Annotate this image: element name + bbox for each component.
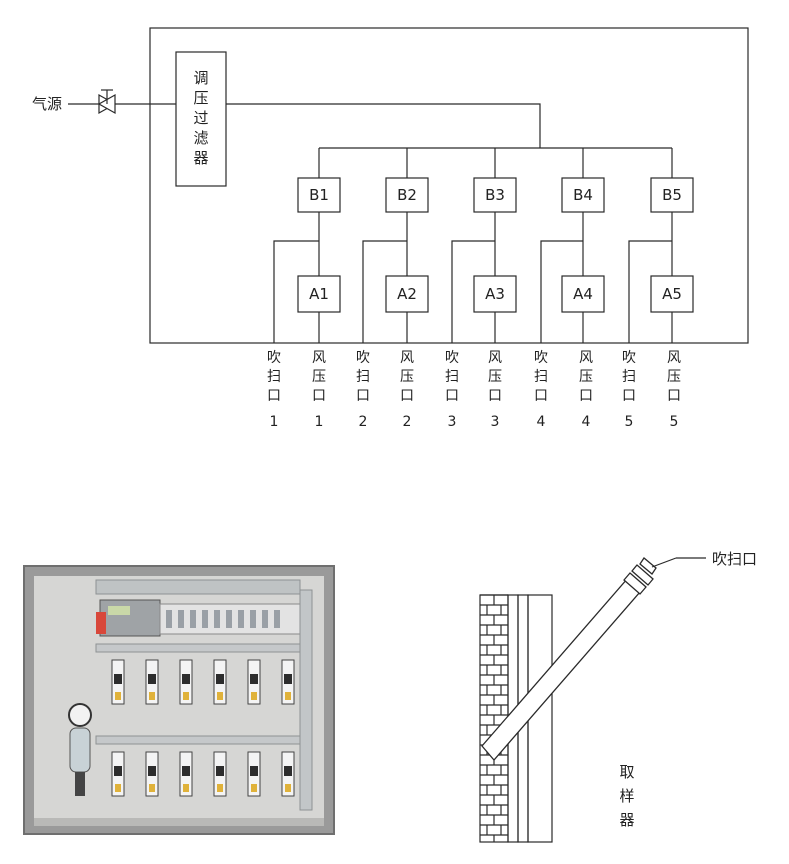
valve-box-b5 [650, 177, 694, 213]
port-number: 2 [359, 414, 368, 430]
valve-box-b-label: B3 [485, 186, 505, 204]
port-label-char: 扫 [267, 369, 281, 385]
port-label-6: 风压口 3 [488, 350, 502, 430]
control-cabinet-photo [23, 565, 335, 835]
valve-box-a2 [385, 275, 429, 313]
port-number: 1 [270, 414, 279, 430]
svg-text:过: 过 [193, 109, 208, 127]
port-number: 3 [491, 414, 500, 430]
port-label-1: 吹扫口 1 [267, 350, 281, 430]
valve-box-b-label: B1 [309, 186, 329, 204]
port-label-char: 口 [312, 388, 326, 404]
port-label-4: 风压口 2 [400, 350, 414, 430]
valve-box-b1 [297, 177, 341, 213]
port-label-char: 吹 [356, 350, 370, 366]
valve-box-a-label: A4 [573, 285, 593, 303]
port-label-char: 口 [356, 388, 370, 404]
valve-box-a-label: A2 [397, 285, 417, 303]
port-number: 3 [448, 414, 457, 430]
port-label-char: 风 [667, 350, 681, 366]
port-label-char: 压 [488, 369, 502, 385]
sampler-label: 取 样 器 [619, 763, 634, 829]
port-label-5: 吹扫口 3 [445, 350, 459, 430]
valve-box-a3 [473, 275, 517, 313]
port-label-char: 扫 [622, 369, 636, 385]
svg-text:样: 样 [619, 787, 634, 805]
purge-port-label: 吹扫口 [712, 550, 757, 568]
port-label-char: 风 [579, 350, 593, 366]
port-label-char: 口 [445, 388, 459, 404]
valve-box-b3 [473, 177, 517, 213]
port-label-char: 口 [622, 388, 636, 404]
valve-box-a-label: A1 [309, 285, 329, 303]
valve-box-a4 [561, 275, 605, 313]
port-label-char: 压 [667, 369, 681, 385]
port-label-3: 吹扫口 2 [356, 350, 370, 430]
port-label-char: 吹 [622, 350, 636, 366]
port-label-char: 扫 [356, 369, 370, 385]
port-label-char: 吹 [445, 350, 459, 366]
svg-text:压: 压 [193, 89, 208, 107]
port-label-char: 口 [667, 388, 681, 404]
svg-text:取: 取 [619, 763, 634, 781]
svg-text:调: 调 [193, 69, 208, 87]
source-label: 气源 [32, 95, 62, 113]
valve-box-a-label: A5 [662, 285, 682, 303]
brick-wall [479, 594, 509, 843]
valve-box-b-label: B4 [573, 186, 593, 204]
port-label-char: 口 [267, 388, 281, 404]
sampler-installation: 吹扫口 取 样 器 [479, 550, 757, 843]
regulator-output-line [226, 103, 541, 148]
valve-box-b4 [561, 177, 605, 213]
port-label-char: 压 [312, 369, 326, 385]
port-label-9: 吹扫口 5 [622, 350, 636, 430]
port-label-10: 风压口 5 [667, 350, 681, 430]
svg-text:器: 器 [193, 149, 208, 167]
port-label-char: 口 [579, 388, 593, 404]
regulator-filter-box [175, 51, 227, 187]
port-number: 4 [537, 414, 546, 430]
port-label-char: 吹 [534, 350, 548, 366]
valve-box-b-label: B5 [662, 186, 682, 204]
valve-box-a5 [650, 275, 694, 313]
port-number: 4 [582, 414, 591, 430]
port-label-7: 吹扫口 4 [534, 350, 548, 430]
port-label-char: 口 [534, 388, 548, 404]
port-number: 1 [315, 414, 324, 430]
valve-icon [97, 89, 117, 115]
port-label-8: 风压口 4 [579, 350, 593, 430]
port-label-char: 扫 [534, 369, 548, 385]
enclosure-outline [149, 27, 749, 344]
valve-box-a-label: A3 [485, 285, 505, 303]
port-number: 5 [625, 414, 634, 430]
svg-text:器: 器 [619, 811, 634, 829]
port-label-char: 吹 [267, 350, 281, 366]
port-label-char: 压 [400, 369, 414, 385]
valve-box-b-label: B2 [397, 186, 417, 204]
svg-text:滤: 滤 [193, 129, 208, 147]
port-label-char: 口 [488, 388, 502, 404]
port-label-char: 口 [400, 388, 414, 404]
port-label-char: 扫 [445, 369, 459, 385]
port-label-char: 风 [400, 350, 414, 366]
port-label-char: 风 [488, 350, 502, 366]
regulator-filter-label: 调 压 过 滤 器 [193, 69, 208, 167]
sampler-probe [481, 557, 657, 761]
valve-box-b2 [385, 177, 429, 213]
purge-pointer-line [651, 557, 677, 568]
port-label-2: 风压口 1 [312, 350, 326, 430]
port-number: 5 [670, 414, 679, 430]
port-label-char: 压 [579, 369, 593, 385]
port-label-char: 风 [312, 350, 326, 366]
port-number: 2 [403, 414, 412, 430]
